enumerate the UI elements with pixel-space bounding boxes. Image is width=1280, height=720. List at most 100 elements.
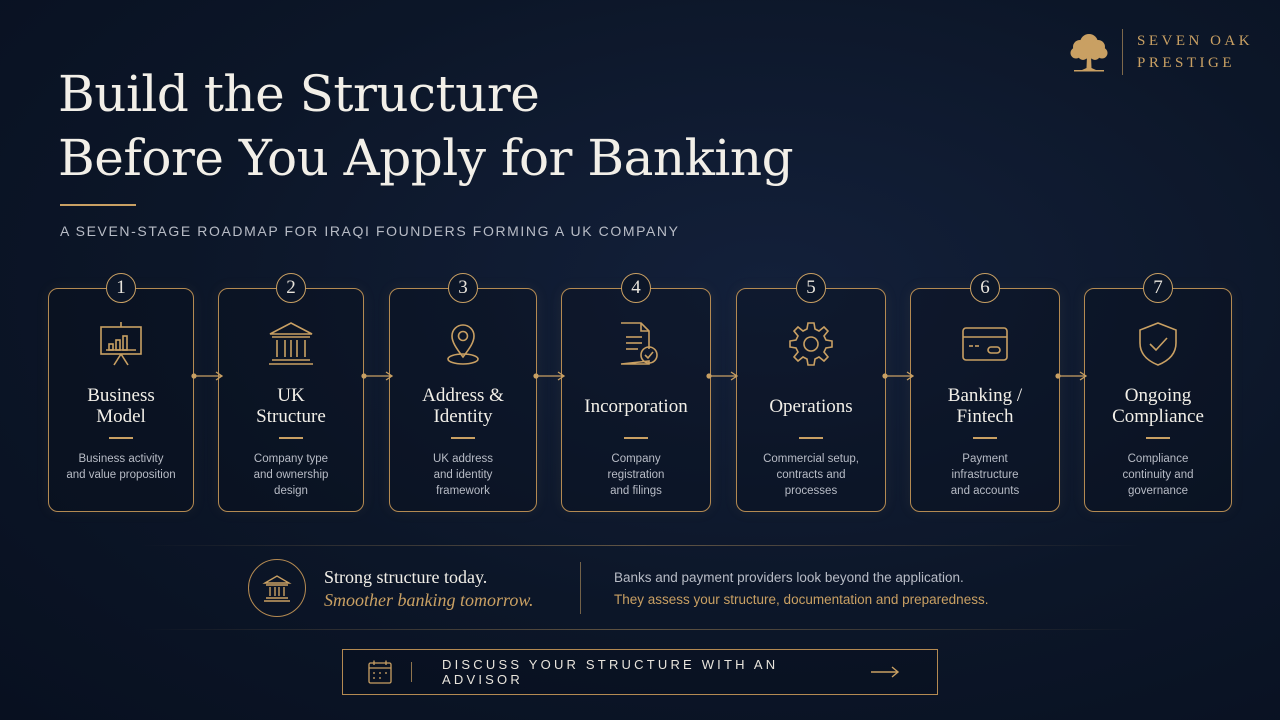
stage-connector-arrow (361, 371, 394, 381)
stage-description: Business activity and value proposition (57, 451, 185, 483)
brand-line-1: SEVEN OAK (1137, 33, 1254, 49)
stage-title-line-2: Model (96, 406, 146, 427)
stage-desc-line-1: Compliance (1127, 453, 1189, 465)
stage-desc-line-2: and identity (433, 469, 493, 481)
stage-desc-line-2: infrastructure (951, 469, 1019, 481)
stage-title: Banking /Fintech (915, 383, 1055, 429)
discuss-structure-button[interactable]: DISCUSS YOUR STRUCTURE WITH AN ADVISOR (342, 649, 938, 695)
stage-card-banking-fintech: 6 Banking /Fintech Payment infrastructur… (910, 273, 1060, 512)
summary-headline: Strong structure today. (324, 567, 488, 587)
stage-title: Operations (741, 383, 881, 429)
stage-desc-line-3: framework (436, 485, 490, 497)
stage-desc-line-1: Payment (962, 453, 1008, 465)
stage-connector-arrow (191, 371, 224, 381)
presentation-chart-icon (100, 322, 142, 366)
stage-connector-arrow (706, 371, 739, 381)
stage-description: Company registration and filings (570, 451, 702, 499)
stage-divider (624, 437, 648, 439)
stage-divider (109, 437, 133, 439)
gear-icon (789, 322, 833, 366)
page-title: Build the Structure Before You Apply for… (58, 62, 958, 190)
institution-building-icon (269, 322, 313, 365)
stage-title-line-1: Address & (422, 385, 504, 406)
stage-title-line-1: Incorporation (584, 395, 688, 417)
shield-check-icon (1139, 322, 1177, 366)
stage-desc-line-1: Company (611, 453, 661, 465)
stage-number-badge: 6 (970, 273, 1000, 303)
stage-desc-line-2: registration (607, 469, 665, 481)
summary-bank-badge (248, 559, 306, 617)
title-underline (60, 204, 136, 206)
stage-desc-line-3: and filings (610, 485, 662, 497)
title-line-1: Build the Structure (58, 65, 540, 123)
stage-desc-line-1: Business activity (78, 453, 164, 465)
stage-divider (279, 437, 303, 439)
stage-divider (799, 437, 823, 439)
stage-description: Commercial setup, contracts and processe… (745, 451, 877, 499)
credit-card-icon (962, 327, 1008, 361)
summary-note-2: They assess your structure, documentatio… (614, 592, 989, 607)
stage-number-badge: 7 (1143, 273, 1173, 303)
bank-icon (262, 575, 292, 602)
summary-note-1: Banks and payment providers look beyond … (614, 570, 964, 585)
stage-title: Incorporation (566, 383, 706, 429)
cta-label: DISCUSS YOUR STRUCTURE WITH AN ADVISOR (442, 657, 779, 687)
stage-title-line-2: Identity (433, 406, 493, 427)
stage-connector-arrow (533, 371, 566, 381)
stage-number-badge: 3 (448, 273, 478, 303)
stage-title-line-1: Ongoing (1124, 385, 1192, 406)
stage-number-badge: 4 (621, 273, 651, 303)
stage-title: Address &Identity (394, 383, 532, 429)
stage-desc-line-2: continuity and (1122, 469, 1194, 481)
stage-description: Company type and ownership design (227, 451, 355, 499)
stage-title-line-1: Banking / (947, 385, 1023, 406)
stage-number-badge: 2 (276, 273, 306, 303)
stage-divider (451, 437, 475, 439)
arrow-right-icon (871, 666, 900, 678)
stage-description: Payment infrastructure and accounts (919, 451, 1051, 499)
stage-desc-line-3: and accounts (950, 485, 1020, 497)
stage-desc-line-1: UK address (432, 453, 494, 465)
cta-separator (411, 662, 412, 682)
brand-logo: SEVEN OAK PRESTIGE (1066, 28, 1256, 76)
stage-desc-line-2: contracts and (776, 469, 846, 481)
stage-title-line-1: Operations (769, 395, 853, 417)
title-line-2: Before You Apply for Banking (58, 129, 794, 187)
calendar-icon (368, 660, 392, 684)
stage-card-address-identity: 3 Address &Identity UK address and ident… (389, 273, 537, 512)
stage-desc-line-3: governance (1127, 485, 1189, 497)
stage-connector-arrow (1055, 371, 1088, 381)
stage-desc-line-2: and value proposition (66, 469, 176, 481)
stage-number-badge: 5 (796, 273, 826, 303)
stage-desc-line-3: processes (784, 485, 838, 497)
stage-card-incorporation: 4 Incorporation Company registration and… (561, 273, 711, 512)
stage-desc-line-2: and ownership (253, 469, 329, 481)
stage-title-line-2: Fintech (956, 406, 1014, 427)
location-pin-icon (447, 324, 479, 365)
stage-number-badge: 1 (106, 273, 136, 303)
summary-top-rule (140, 545, 1140, 546)
brand-name: SEVEN OAK PRESTIGE (1137, 30, 1253, 74)
stage-desc-line-1: Company type (253, 453, 329, 465)
stage-description: UK address and identity framework (398, 451, 528, 499)
oak-tree-icon (1070, 34, 1108, 72)
stage-title-line-1: Business (87, 385, 155, 406)
stage-title-line-1: UK (277, 385, 305, 406)
stage-title-line-2: Compliance (1112, 406, 1204, 427)
stage-divider (973, 437, 997, 439)
stage-desc-line-1: Commercial setup, (763, 453, 859, 465)
document-check-icon (620, 322, 658, 365)
stage-desc-line-3: design (274, 485, 308, 497)
brand-line-2: PRESTIGE (1137, 55, 1236, 71)
logo-divider (1122, 29, 1123, 75)
summary-tagline: Smoother banking tomorrow. (324, 590, 534, 610)
summary-bottom-rule (140, 629, 1140, 630)
stage-card-operations: 5 Operations Commercial setup, contracts… (736, 273, 886, 512)
stage-connector-arrow (882, 371, 915, 381)
